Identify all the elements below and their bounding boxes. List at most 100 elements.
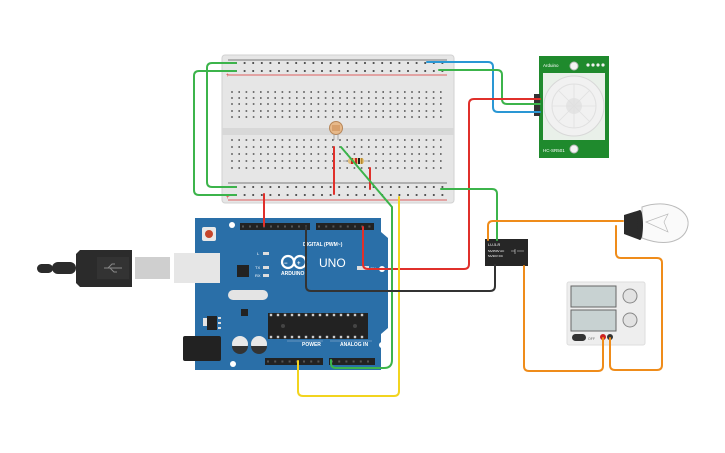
hole bbox=[288, 97, 291, 99]
rail-plus-label: + bbox=[226, 73, 230, 79]
hole bbox=[269, 313, 273, 317]
hole bbox=[432, 97, 435, 99]
svg-text:TX: TX bbox=[255, 265, 260, 270]
hole bbox=[310, 103, 312, 105]
hole bbox=[324, 110, 327, 112]
current-knob[interactable] bbox=[622, 312, 638, 328]
wire-green-a0[interactable] bbox=[330, 146, 393, 369]
hole bbox=[415, 62, 418, 64]
usb-cable[interactable] bbox=[37, 250, 220, 287]
hole bbox=[267, 110, 269, 112]
wire-orange-relay-bulb[interactable] bbox=[487, 220, 624, 241]
hole bbox=[360, 146, 363, 148]
hole bbox=[425, 167, 428, 169]
power-switch[interactable] bbox=[572, 334, 586, 341]
hole bbox=[317, 146, 320, 148]
hole bbox=[260, 194, 263, 196]
hole bbox=[418, 160, 420, 162]
hole bbox=[329, 62, 332, 64]
power-supply[interactable]: OFF bbox=[566, 281, 646, 346]
wire-green-pir[interactable] bbox=[438, 69, 541, 105]
voltage-knob[interactable] bbox=[622, 288, 638, 304]
hole bbox=[317, 360, 320, 363]
hole bbox=[296, 139, 298, 141]
hole bbox=[440, 91, 442, 93]
hole bbox=[303, 110, 305, 112]
hole bbox=[396, 91, 399, 93]
hole bbox=[418, 103, 420, 105]
wire-red-pir-signal[interactable] bbox=[362, 98, 541, 270]
hole bbox=[297, 335, 301, 339]
wire-black-relay[interactable] bbox=[305, 226, 496, 292]
hole bbox=[238, 103, 240, 105]
hole bbox=[396, 160, 399, 162]
hole bbox=[325, 313, 329, 317]
hole bbox=[296, 167, 298, 169]
hole bbox=[295, 194, 298, 196]
hole bbox=[324, 91, 327, 93]
hole bbox=[375, 116, 377, 118]
hole bbox=[276, 313, 280, 317]
hole bbox=[260, 62, 263, 64]
wire-orange-bulb-supply[interactable] bbox=[609, 225, 663, 371]
hole bbox=[418, 91, 420, 93]
hole bbox=[368, 225, 371, 228]
hole bbox=[291, 225, 293, 228]
hole bbox=[389, 110, 392, 112]
hole bbox=[295, 360, 298, 363]
relay[interactable]: LU-5-R 5A/250V AC 5A/30V DC bbox=[485, 239, 528, 266]
hole bbox=[389, 160, 392, 162]
photoresistor[interactable] bbox=[329, 121, 343, 141]
hole bbox=[360, 91, 363, 93]
hole bbox=[396, 146, 399, 148]
wire-green-rail-left-1[interactable] bbox=[206, 62, 237, 188]
hole bbox=[382, 160, 384, 162]
hole bbox=[310, 146, 312, 148]
wire-yellow-5v[interactable] bbox=[297, 196, 400, 397]
wire-orange-relay-supply[interactable] bbox=[523, 265, 604, 372]
hole bbox=[415, 194, 418, 196]
hole bbox=[425, 103, 428, 105]
hole bbox=[353, 91, 356, 93]
hole bbox=[321, 70, 323, 72]
hole bbox=[252, 186, 255, 188]
hole bbox=[318, 225, 320, 228]
hole bbox=[267, 160, 269, 162]
hole bbox=[441, 186, 444, 188]
hole bbox=[296, 91, 298, 93]
hole bbox=[382, 139, 384, 141]
hole bbox=[364, 70, 366, 72]
hole bbox=[281, 103, 284, 105]
hole bbox=[245, 167, 248, 169]
hole bbox=[396, 116, 399, 118]
hole bbox=[238, 91, 240, 93]
hole bbox=[425, 116, 428, 118]
hole bbox=[381, 186, 384, 188]
on-led bbox=[357, 266, 369, 270]
hole bbox=[281, 160, 284, 162]
hole bbox=[274, 167, 276, 169]
hole bbox=[260, 70, 263, 72]
wire-green-relay[interactable] bbox=[440, 188, 498, 241]
hole bbox=[424, 194, 427, 196]
voltage-display bbox=[570, 285, 617, 308]
hole bbox=[432, 91, 435, 93]
hole bbox=[260, 139, 262, 141]
hole bbox=[243, 194, 246, 196]
hole bbox=[398, 186, 401, 188]
hole bbox=[238, 160, 240, 162]
hole bbox=[286, 186, 289, 188]
hole bbox=[332, 167, 334, 169]
pir-sensor[interactable]: Arduino HC-SR501 bbox=[534, 56, 609, 158]
arduino-uno[interactable]: DIGITAL (PWM~) − + ARDUINO UNO ON L TX R… bbox=[183, 218, 388, 370]
status-leds: L TX RX bbox=[255, 251, 269, 278]
wires bbox=[193, 61, 663, 397]
hole bbox=[304, 313, 308, 317]
wire-blue-pir[interactable] bbox=[426, 61, 541, 113]
hole bbox=[310, 153, 312, 155]
hole bbox=[317, 91, 320, 93]
hole bbox=[252, 146, 255, 148]
light-bulb[interactable] bbox=[624, 203, 689, 243]
wire-green-rail-left-2[interactable] bbox=[193, 70, 237, 196]
hole bbox=[295, 62, 298, 64]
